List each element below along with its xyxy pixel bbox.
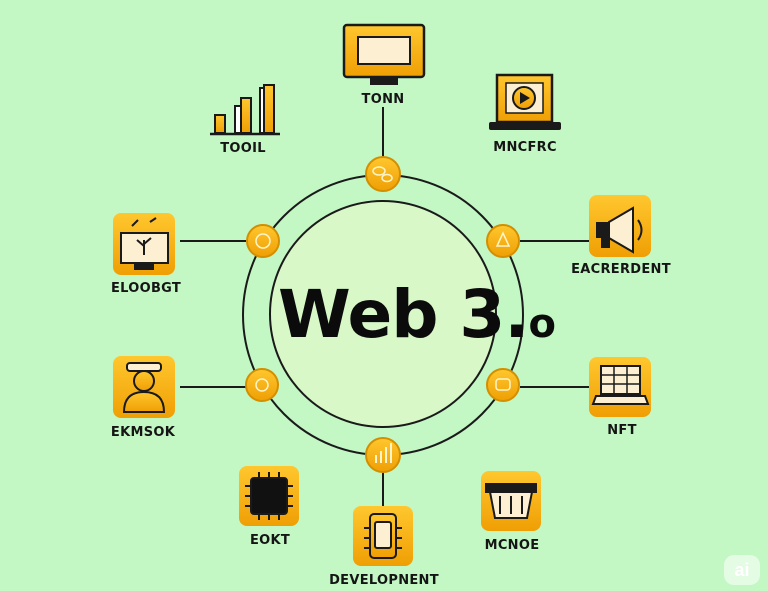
bar-chart-icon — [210, 84, 280, 136]
coin-icon — [255, 378, 269, 392]
node-bottom-left-label: EOKT — [249, 533, 291, 548]
growth-chart-icon — [375, 443, 392, 463]
node-left-upper-label: ELOOBGT — [110, 281, 182, 296]
center-title-main: Web 3. — [278, 276, 529, 353]
node-right-upper-label: EACRERDENT — [571, 262, 671, 277]
center-title-suffix: o — [528, 301, 556, 347]
basket-icon — [485, 483, 537, 519]
node-left-upper[interactable] — [113, 213, 175, 275]
person-icon — [122, 362, 166, 413]
monitor-icon — [342, 23, 426, 85]
node-top[interactable] — [342, 23, 426, 85]
bell-icon — [495, 231, 511, 247]
center-title: Web 3.o — [278, 270, 558, 360]
center-circle — [269, 200, 497, 428]
computer-plant-icon — [120, 217, 169, 270]
chip-icon — [245, 472, 293, 520]
ring-node-right-lower[interactable] — [486, 368, 520, 402]
node-right-upper[interactable] — [589, 195, 651, 257]
ring-node-left-upper[interactable] — [246, 224, 280, 258]
node-bottom-left[interactable] — [239, 466, 299, 526]
ring-node-right-upper[interactable] — [486, 224, 520, 258]
chat-icon — [372, 166, 393, 183]
wallet-icon — [495, 378, 511, 391]
node-left-lower-label: EKMSOK — [110, 425, 176, 440]
node-top-right-label: MNCFRC — [493, 140, 557, 155]
node-bottom-label: DEVELOPNENT — [329, 573, 439, 588]
node-left-lower[interactable] — [113, 356, 175, 418]
node-bottom[interactable] — [353, 506, 413, 566]
node-right-lower-label: NFT — [607, 423, 637, 438]
node-top-label: TONN — [361, 92, 405, 107]
ring-node-left-lower[interactable] — [245, 368, 279, 402]
megaphone-icon — [596, 206, 643, 254]
connector-lines — [180, 107, 590, 506]
node-right-lower[interactable] — [589, 357, 651, 417]
node-top-right[interactable] — [489, 73, 561, 130]
ai-watermark-badge: ai — [724, 555, 760, 585]
node-bottom-right-label: MCNOE — [484, 538, 540, 553]
phone-device-icon — [364, 513, 402, 559]
laptop-grid-icon — [591, 365, 650, 405]
node-bottom-right[interactable] — [481, 471, 541, 531]
laptop-play-icon — [489, 73, 561, 130]
cycle-icon — [255, 233, 271, 249]
ring-node-bottom[interactable] — [365, 437, 401, 473]
node-tools-label: TOOIL — [220, 141, 266, 156]
ring-node-top[interactable] — [365, 156, 401, 192]
node-tools[interactable] — [210, 84, 280, 136]
